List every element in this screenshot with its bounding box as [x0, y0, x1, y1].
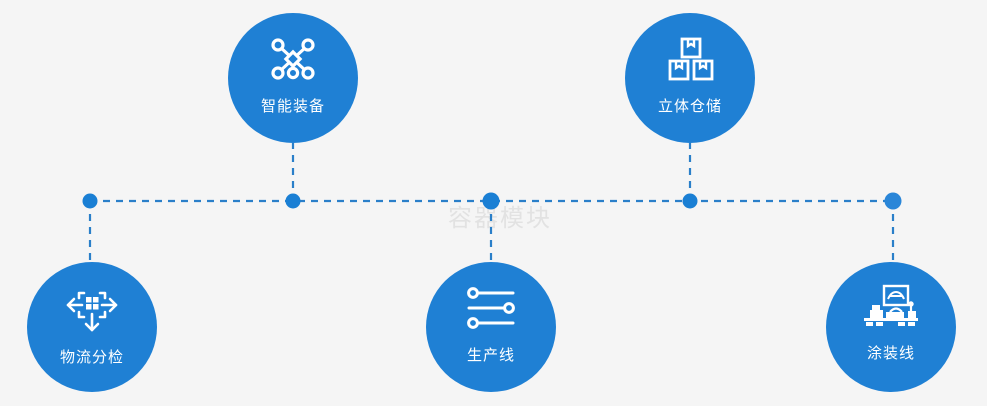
- junction-dot-2: [285, 193, 301, 209]
- node-label: 涂装线: [866, 345, 915, 362]
- junction-dot-4: [682, 193, 698, 209]
- node-painting-line[interactable]: 涂装线: [826, 262, 956, 392]
- junction-dot-3: [482, 192, 500, 210]
- watermark-text: 容器模块: [448, 205, 552, 232]
- stacked-boxes-icon: [664, 35, 716, 88]
- sorting-scan-arrows-icon: [64, 284, 120, 339]
- network-nodes-icon: [267, 35, 319, 88]
- sliders-icon: [463, 284, 519, 337]
- paint-booth-icon: [862, 284, 920, 335]
- node-label: 智能装备: [260, 98, 325, 115]
- junction-dot-5: [884, 192, 902, 210]
- node-label: 物流分检: [59, 349, 124, 366]
- node-intelligent-equipment[interactable]: 智能装备: [228, 13, 358, 143]
- node-production-line[interactable]: 生产线: [426, 262, 556, 392]
- node-logistics-sorting[interactable]: 物流分检: [27, 262, 157, 392]
- junction-dot-1: [82, 193, 98, 209]
- node-label: 生产线: [466, 347, 515, 364]
- node-vertical-warehousing[interactable]: 立体仓储: [625, 13, 755, 143]
- node-label: 立体仓储: [657, 98, 722, 115]
